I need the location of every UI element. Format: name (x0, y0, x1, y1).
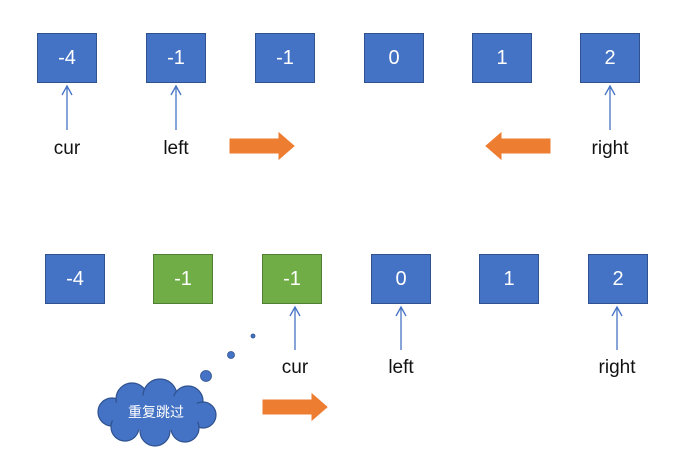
row2-left-label: left (388, 357, 414, 378)
thought-dot-medium (227, 351, 235, 359)
row2-cur-label: cur (281, 357, 309, 378)
row1-cell-0: -4 (37, 33, 97, 83)
row2-left-pointer-arrowhead (395, 305, 407, 317)
row2-cell-5: 2 (588, 254, 648, 304)
row2-cell-1: -1 (153, 254, 213, 304)
thought-dot-small (250, 333, 256, 339)
row1-cell-3: 0 (364, 33, 424, 83)
row1-right-pointer-arrowhead (604, 84, 616, 96)
row1-cur-pointer-arrowhead (61, 84, 73, 96)
row2-cell-0: -4 (45, 254, 105, 304)
row2-right-label: right (598, 357, 636, 378)
row1-cur-label: cur (53, 138, 81, 159)
row1-cell-2: -1 (255, 33, 315, 83)
row1-cell-1: -1 (146, 33, 206, 83)
row2-cur-pointer-arrowhead (289, 305, 301, 317)
row1-right-move-left-arrow (485, 131, 551, 161)
repeat-skip-callout: 重复跳过 (128, 405, 184, 421)
thought-dot-large (200, 370, 212, 382)
row1-cell-4: 1 (472, 33, 532, 83)
cloud-fill (108, 395, 204, 431)
row2-cell-4: 1 (479, 254, 539, 304)
row1-right-label: right (591, 138, 629, 159)
row1-left-move-right-arrow (229, 131, 295, 161)
row2-move-right-arrow (262, 392, 328, 422)
row1-left-label: left (163, 138, 189, 159)
row2-right-pointer-arrowhead (611, 305, 623, 317)
row1-cell-5: 2 (580, 33, 640, 83)
row2-cell-2: -1 (262, 254, 322, 304)
row2-cell-3: 0 (371, 254, 431, 304)
row1-left-pointer-arrowhead (170, 84, 182, 96)
